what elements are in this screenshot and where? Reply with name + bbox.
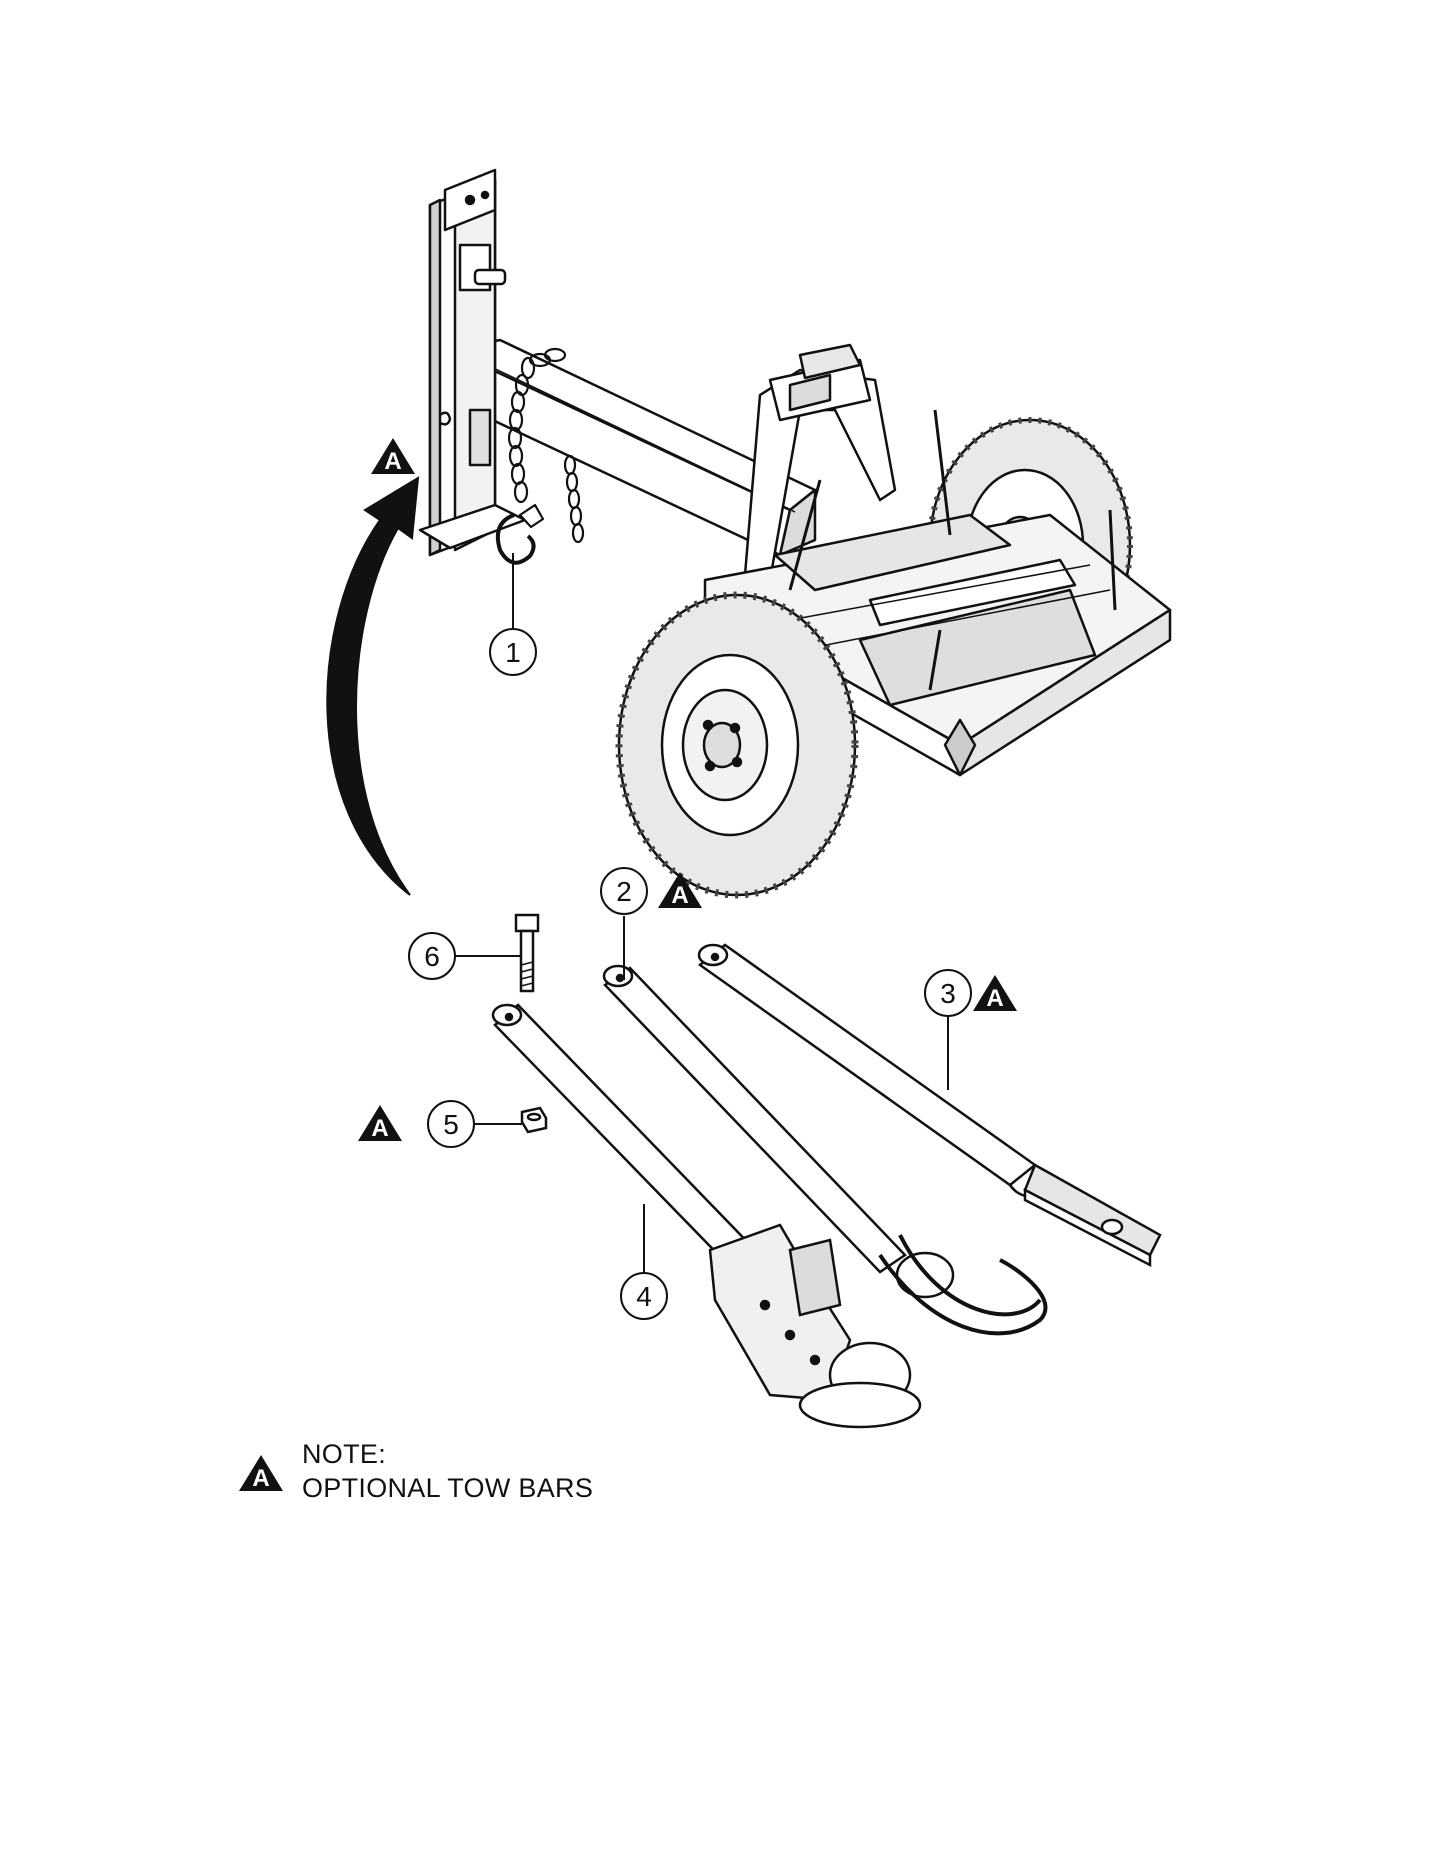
svg-text:A: A bbox=[671, 882, 688, 909]
jack-stand bbox=[418, 168, 527, 557]
callout-2: 2 bbox=[600, 867, 648, 915]
a-frame-tower bbox=[743, 343, 897, 582]
marker-a-part5: A bbox=[358, 1105, 402, 1142]
marker-a-note: A bbox=[239, 1455, 283, 1492]
note-text: OPTIONAL TOW BARS bbox=[302, 1473, 594, 1503]
curved-arrow bbox=[326, 476, 420, 896]
bolt bbox=[514, 913, 540, 993]
tow-bar-coupler bbox=[491, 1003, 922, 1429]
tongue-beam bbox=[448, 338, 817, 557]
svg-text:A: A bbox=[252, 1465, 269, 1492]
svg-text:5: 5 bbox=[443, 1109, 459, 1140]
svg-text:6: 6 bbox=[424, 941, 440, 972]
legend-note: NOTE: OPTIONAL TOW BARS bbox=[302, 1437, 593, 1505]
marker-a-part2: A bbox=[658, 872, 702, 909]
note-label: NOTE: bbox=[302, 1439, 387, 1469]
svg-text:A: A bbox=[986, 985, 1003, 1012]
callout-4: 4 bbox=[620, 1272, 668, 1320]
tow-bar-flat bbox=[697, 943, 1162, 1268]
callout-6: 6 bbox=[408, 932, 456, 980]
callout-5: 5 bbox=[427, 1100, 475, 1148]
support-struts bbox=[788, 409, 1117, 691]
leader-lines bbox=[455, 553, 949, 1282]
marker-a-part3: A bbox=[973, 975, 1017, 1012]
svg-text:A: A bbox=[384, 448, 401, 475]
trailer-assembly bbox=[418, 168, 1172, 899]
safety-chain bbox=[495, 347, 585, 565]
svg-text:A: A bbox=[371, 1115, 388, 1142]
svg-text:3: 3 bbox=[940, 978, 956, 1009]
nut bbox=[520, 1106, 548, 1134]
svg-text:4: 4 bbox=[636, 1281, 652, 1312]
svg-text:1: 1 bbox=[505, 637, 521, 668]
svg-text:2: 2 bbox=[616, 876, 632, 907]
front-wheel bbox=[615, 591, 859, 899]
callout-3: 3 bbox=[924, 969, 972, 1017]
callout-1: 1 bbox=[489, 628, 537, 676]
marker-a-trailer: A bbox=[371, 438, 415, 475]
